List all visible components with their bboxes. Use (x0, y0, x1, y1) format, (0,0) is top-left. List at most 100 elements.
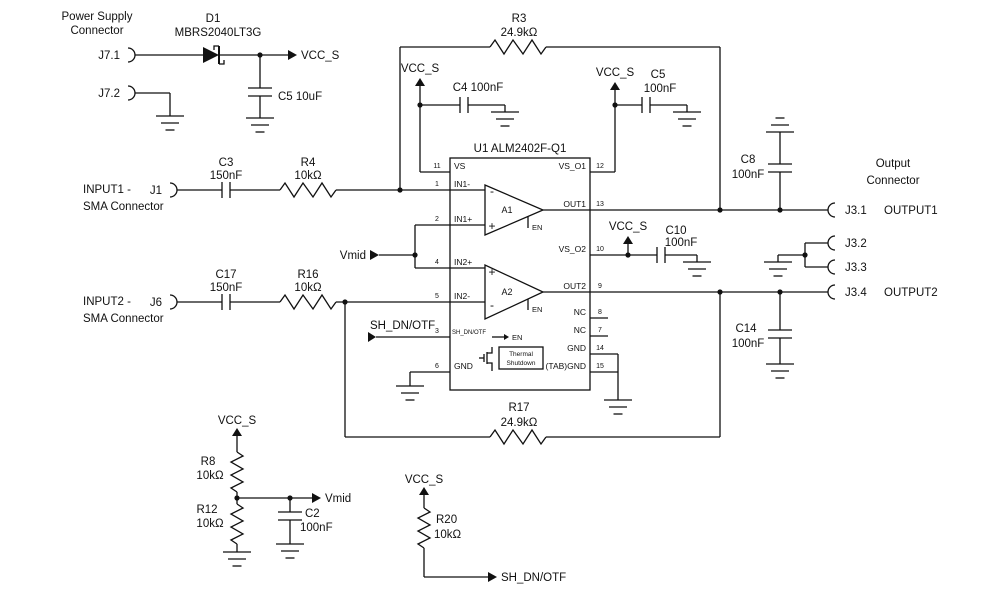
label-u1: U1 ALM2402F-Q1 (474, 143, 567, 155)
label-d1-part: MBRS2040LT3G (175, 27, 262, 39)
label-c5-decoupling-value: 100nF (644, 83, 677, 95)
junction-dot (777, 207, 783, 213)
pin-name-gnd14: GND (567, 343, 586, 353)
pin-name-out1: OUT1 (563, 199, 586, 209)
junction-dot (412, 252, 418, 258)
pin3-en-label: EN (512, 333, 522, 342)
label-c14: C14 (735, 323, 757, 335)
thermal-shutdown-block: Thermal Shutdown (479, 346, 544, 371)
junction-dot (234, 495, 240, 501)
output-section: Output Connector J3.1 OUTPUT1 J3.2 J3.3 … (543, 117, 938, 379)
pin-name-vso1: VS_O1 (559, 161, 587, 171)
net-arrow-vccs (232, 428, 242, 436)
shutdown-pull-section: VCC_S R20 10kΩ SH_DN/OTF (405, 474, 566, 584)
label-c8: C8 (741, 154, 756, 166)
label-j3-3: J3.3 (845, 262, 867, 274)
opamp-a2: + - A2 EN (484, 263, 545, 321)
resistor-r3 (489, 38, 547, 56)
net-arrow-vccs (415, 78, 425, 86)
ground-symbol (603, 399, 633, 415)
label-j1: J1 (150, 185, 162, 197)
connector-j3-1 (827, 202, 836, 218)
a1-minus-sign: - (490, 184, 494, 198)
divider-wires (236, 436, 312, 552)
label-r4-value: 10kΩ (294, 170, 322, 182)
label-c10-value: 100nF (665, 237, 698, 249)
pin-num-14: 14 (596, 345, 604, 352)
enable-arrowhead (504, 334, 509, 340)
pin-num-3: 3 (435, 328, 439, 335)
label-c14-value: 100nF (732, 338, 765, 350)
input1-section: INPUT1 - SMA Connector J1 C3 150nF R4 10… (83, 157, 485, 213)
net-arrow-shdn (368, 332, 376, 342)
r17-wires (344, 292, 721, 438)
net-arrow-vccs (288, 50, 297, 60)
label-input2-sub: SMA Connector (83, 313, 164, 325)
pin-name-tabgnd: (TAB)GND (546, 361, 586, 371)
ground-symbol (275, 543, 305, 559)
a2-plus-sign: + (488, 265, 495, 279)
label-r20: R20 (436, 514, 457, 526)
junction-dot (802, 252, 808, 258)
pin-name-in1p: IN1+ (454, 214, 472, 224)
net-arrow-vccs (610, 82, 620, 90)
label-c10: C10 (665, 225, 686, 237)
resistor-r8 (229, 451, 245, 493)
capacitor-c8 (768, 163, 792, 173)
pin3-enable: SH_DN/OTF EN (452, 330, 522, 342)
ground-symbol (395, 385, 425, 401)
net-arrow-shdn (488, 572, 497, 582)
label-c2: C2 (305, 508, 320, 520)
pin-name-vso2: VS_O2 (559, 244, 587, 254)
label-a2: A2 (501, 287, 512, 297)
power-supply-section: Power Supply Connector J7.1 J7.2 D1 MBRS… (62, 11, 340, 133)
net-label-vccs-o1: VCC_S (596, 67, 635, 79)
resistor-r20 (416, 507, 432, 549)
label-input1: INPUT1 - (83, 184, 131, 196)
junction-dot (287, 495, 293, 501)
label-c3: C3 (219, 157, 234, 169)
capacitor-c10 (656, 247, 666, 263)
net-label-vccs: VCC_S (301, 50, 340, 62)
thermal-label-line2: Shutdown (507, 360, 536, 367)
label-c2-value: 100nF (300, 522, 333, 534)
resistor-r16 (279, 293, 337, 311)
capacitor-c4 (459, 97, 469, 113)
label-c17: C17 (215, 269, 236, 281)
pin-num-15: 15 (596, 363, 604, 370)
label-r20-value: 10kΩ (434, 529, 462, 541)
power-wires (135, 54, 288, 118)
net-arrow-vmid (312, 493, 321, 503)
capacitor-c5-bulk (248, 87, 272, 97)
resistor-r17 (489, 428, 547, 446)
label-c4: C4 100nF (453, 82, 504, 94)
label-j7-2: J7.2 (98, 88, 120, 100)
label-a1: A1 (501, 205, 512, 215)
a2-en-label: EN (532, 305, 542, 314)
junction-dot (717, 289, 723, 295)
ground-symbol (672, 111, 702, 127)
a1-en-label: EN (532, 223, 542, 232)
junction-dot (777, 289, 783, 295)
net-arrow-vccs (419, 487, 429, 495)
net-label-shdn: SH_DN/OTF (370, 320, 435, 332)
label-input2: INPUT2 - (83, 296, 131, 308)
supply-decoupling-section: VCC_S C4 100nF VCC_S C5 100nF VCC_S C10 … (401, 63, 712, 277)
pin-name-nc8: NC (574, 307, 586, 317)
pin-num-2: 2 (435, 216, 439, 223)
connector-j1 (169, 182, 178, 198)
label-r16: R16 (297, 269, 318, 281)
pin-num-11: 11 (433, 163, 440, 170)
junction-dot (612, 102, 618, 108)
net-arrow-vmid (370, 250, 379, 260)
pin-num-12: 12 (596, 163, 604, 170)
ic-body (449, 157, 591, 391)
pin-name-in2p: IN2+ (454, 257, 472, 267)
feedback-r3-section: R3 24.9kΩ (397, 13, 723, 213)
opamp-a1: - + A1 EN (484, 184, 545, 236)
label-output1: OUTPUT1 (884, 205, 938, 217)
ground-symbol (490, 111, 520, 127)
pin-num-6: 6 (435, 363, 439, 370)
label-d1: D1 (206, 13, 221, 25)
junction-dot (417, 102, 423, 108)
